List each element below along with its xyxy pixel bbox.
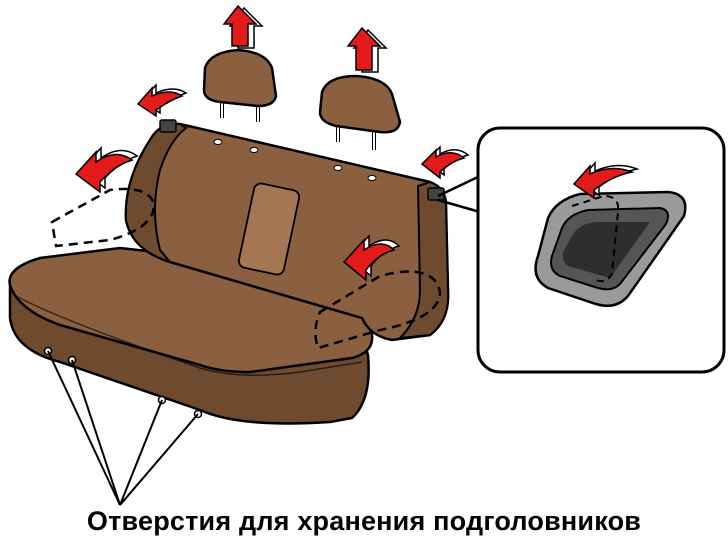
caption-label: Отверстия для хранения подголовников <box>86 506 642 536</box>
up-arrow-icon <box>222 4 264 49</box>
left-headrest <box>202 48 278 122</box>
left-hidden-outline <box>50 187 156 248</box>
detail-callout <box>437 126 726 374</box>
curved-arrow-icon <box>74 146 139 194</box>
right-headrest <box>318 74 402 150</box>
headrest-pad <box>318 74 402 134</box>
curved-arrow-icon <box>420 145 470 180</box>
center-armrest <box>237 182 301 276</box>
latch-hidden-outline <box>571 194 620 283</box>
leader-lines <box>47 350 199 506</box>
leader-line <box>119 413 199 506</box>
latch-inner-shadow <box>562 222 650 278</box>
callout-pointer <box>437 174 481 198</box>
guide-hole <box>333 165 343 171</box>
seatback-left-bolster <box>124 122 188 264</box>
leader-line <box>47 350 121 506</box>
cushion-seam <box>15 295 363 376</box>
headrest-pad <box>202 48 278 108</box>
guide-hole <box>367 175 377 181</box>
curved-arrow-icon <box>136 83 188 118</box>
left-latch-bracket <box>159 119 177 133</box>
guide-hole <box>249 147 259 153</box>
guide-hole <box>213 139 223 145</box>
red-arrows <box>74 4 470 282</box>
up-arrow-icon <box>346 26 388 73</box>
hidden-outlines <box>50 187 442 350</box>
seat-back <box>124 119 450 342</box>
curved-arrow-icon <box>572 161 640 200</box>
callout-pointer <box>437 198 481 214</box>
right-hidden-outline <box>314 270 442 350</box>
leader-line <box>71 359 121 506</box>
leader-line <box>119 399 163 506</box>
curved-arrow-icon <box>342 234 401 282</box>
